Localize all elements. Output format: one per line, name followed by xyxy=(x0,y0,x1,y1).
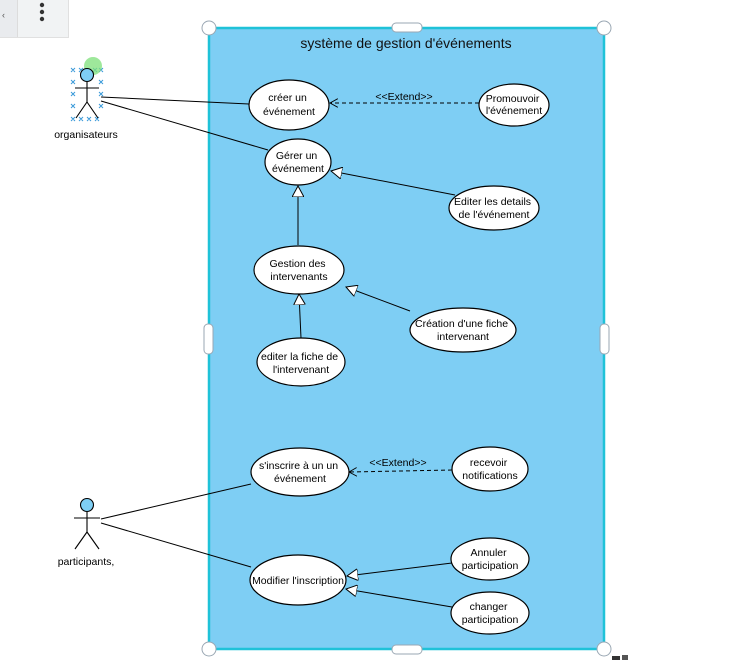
svg-text:Modifier l'inscription: Modifier l'inscription xyxy=(252,575,344,587)
resize-handle-left[interactable] xyxy=(203,323,214,355)
resize-handle-top-right[interactable] xyxy=(596,20,612,36)
use-case-editer-fiche[interactable]: editer la fiche de l'intervenant xyxy=(256,337,346,387)
actor-participants-label: participants, xyxy=(58,556,115,568)
actor-organisateurs-label: organisateurs xyxy=(54,129,118,141)
use-case-inscrire[interactable]: s'inscrire à un un événement xyxy=(250,447,350,497)
actor-participants[interactable]: participants, xyxy=(58,497,115,569)
use-case-inscrire-line-1: s'inscrire à un un xyxy=(259,460,338,472)
more-vert-icon[interactable] xyxy=(37,1,47,25)
corner-glyph-icon xyxy=(612,655,628,660)
use-case-creer-line-2: événement xyxy=(263,106,315,118)
use-case-creation-fiche[interactable]: Création d'une fiche intervenant xyxy=(409,307,517,353)
use-case-gerer-line-2: événement xyxy=(272,163,324,175)
resize-handle-bottom-right[interactable] xyxy=(596,641,612,657)
use-case-modifier-line-1: Modifier l'inscription xyxy=(252,575,344,587)
chevron-icon[interactable]: ‹ xyxy=(2,10,5,20)
assoc-organisateurs-creer[interactable] xyxy=(100,96,250,105)
use-case-editer-details[interactable]: Editer les details de l'événement xyxy=(448,185,540,231)
use-case-creer-line-1: créer un xyxy=(268,92,307,104)
svg-text:recevoir notifications: recevoir notifications xyxy=(462,457,517,482)
use-case-creation-fiche-line-1: Création d'une fiche xyxy=(415,318,508,330)
svg-text:changer participation: changer participation xyxy=(462,601,519,626)
generalization-editer-details-gerer[interactable] xyxy=(331,171,456,196)
use-case-editer-fiche-line-1: editer la fiche de xyxy=(261,351,338,363)
actor-organisateurs[interactable]: organisateurs xyxy=(54,57,118,141)
system-boundary[interactable] xyxy=(207,26,606,651)
assoc-participants-modifier[interactable] xyxy=(100,522,252,568)
svg-text:Création d'une fiche int: Création d'une fiche intervenant xyxy=(415,318,511,343)
use-case-gerer-line-1: Gérer un xyxy=(276,150,318,162)
generalization-creation-gestion[interactable] xyxy=(346,287,411,312)
use-case-editer-details-line-2: de l'événement xyxy=(459,209,530,221)
resize-handle-bottom[interactable] xyxy=(391,644,423,655)
use-case-recevoir-line-2: notifications xyxy=(462,470,517,482)
generalization-changer-modifier[interactable] xyxy=(346,589,453,608)
use-case-changer-line-2: participation xyxy=(462,614,519,626)
use-case-changer-line-1: changer xyxy=(470,601,508,613)
toolbar: ‹ xyxy=(0,0,69,38)
use-case-annuler[interactable]: Annuler participation xyxy=(450,537,530,581)
svg-text:Gestion des intervenants: Gestion des intervenants xyxy=(270,258,329,283)
use-case-editer-fiche-line-2: l'intervenant xyxy=(273,364,329,376)
use-case-recevoir[interactable]: recevoir notifications xyxy=(451,446,529,492)
use-case-promouvoir-line-2: l'événement xyxy=(486,105,542,117)
extend-label-2: <<Extend>> xyxy=(369,457,426,469)
use-case-promouvoir[interactable]: Promouvoir l'événement xyxy=(478,83,550,127)
svg-text:editer la fiche de l'int: editer la fiche de l'intervenant xyxy=(261,351,341,376)
svg-text:Annuler participation: Annuler participation xyxy=(462,547,519,572)
resize-handle-right[interactable] xyxy=(599,323,610,355)
svg-text:créer un événement: créer un événement xyxy=(263,92,315,118)
use-case-creation-fiche-line-2: intervenant xyxy=(437,331,489,343)
svg-text:Promouvoir l'événement: Promouvoir l'événement xyxy=(486,93,543,117)
extend-recevoir-inscrire[interactable] xyxy=(349,470,453,472)
use-case-editer-details-line-1: Editer les details xyxy=(454,196,531,208)
use-case-annuler-line-1: Annuler xyxy=(470,547,507,559)
system-title: système de gestion d'événements xyxy=(300,35,511,51)
toolbar-left-strip[interactable]: ‹ xyxy=(0,0,18,37)
assoc-participants-inscrire[interactable] xyxy=(100,483,252,520)
assoc-organisateurs-gerer[interactable] xyxy=(100,100,269,151)
selection-handles[interactable] xyxy=(201,20,612,657)
resize-handle-top[interactable] xyxy=(391,22,423,33)
svg-text:s'inscrire à un un événe: s'inscrire à un un événement xyxy=(259,460,341,485)
use-case-promouvoir-line-1: Promouvoir xyxy=(486,93,540,105)
use-case-gestion-intervenants[interactable]: Gestion des intervenants xyxy=(253,245,345,295)
svg-text:Gérer un événement: Gérer un événement xyxy=(272,150,324,175)
use-case-gestion-intervenants-line-2: intervenants xyxy=(270,271,327,283)
svg-text:Editer les details de l': Editer les details de l'événement xyxy=(454,196,534,221)
use-case-changer[interactable]: changer participation xyxy=(450,591,530,635)
resize-handle-bottom-left[interactable] xyxy=(201,641,217,657)
use-case-gerer[interactable]: Gérer un événement xyxy=(264,138,332,186)
use-case-recevoir-line-1: recevoir xyxy=(470,457,508,469)
use-case-annuler-line-2: participation xyxy=(462,560,519,572)
generalization-editer-fiche-gestion[interactable] xyxy=(299,294,301,339)
use-case-inscrire-line-2: événement xyxy=(274,473,326,485)
resize-handle-top-left[interactable] xyxy=(201,20,217,36)
generalization-annuler-modifier[interactable] xyxy=(347,562,453,576)
extend-label-1: <<Extend>> xyxy=(375,91,432,103)
use-case-gestion-intervenants-line-1: Gestion des xyxy=(270,258,326,270)
use-case-modifier[interactable]: Modifier l'inscription xyxy=(249,554,347,606)
selection-markers xyxy=(70,67,104,122)
use-case-creer[interactable]: créer un événement xyxy=(248,79,330,131)
